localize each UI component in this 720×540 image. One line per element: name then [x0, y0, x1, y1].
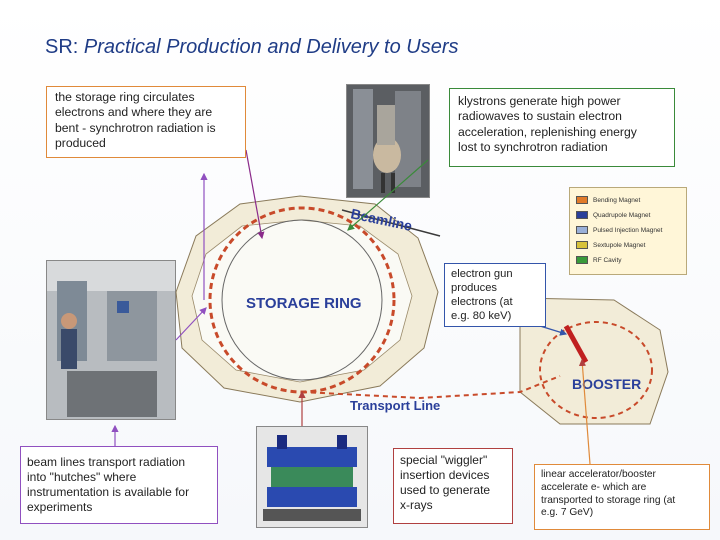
arrow-linac — [578, 358, 591, 465]
title-prefix: SR: — [45, 36, 84, 58]
callout-line: klystrons generate high power — [458, 94, 621, 108]
arrow-storage-ring — [245, 149, 265, 240]
storage-ring-hall-inner — [191, 219, 413, 383]
transport-line-label: Transport Line — [350, 398, 440, 413]
legend-label: Quadrupole Magnet — [593, 211, 651, 219]
callout-beam-lines: beam lines transport radiation into "hut… — [20, 446, 218, 524]
legend-label: Pulsed Injection Magnet — [593, 226, 663, 234]
legend-swatch — [576, 226, 588, 234]
arrow-klystron — [347, 159, 429, 231]
callout-line: accelerate e- which are — [541, 481, 647, 493]
slide-title: SR: Practical Production and Delivery to… — [45, 36, 459, 59]
callout-line: the storage ring circulates — [55, 90, 195, 104]
hutch-photo — [46, 260, 176, 420]
callout-line: radiowaves to sustain electron — [458, 109, 622, 124]
legend-item: Bending Magnet — [576, 196, 640, 204]
booster-orbit — [539, 321, 653, 419]
callout-line: used to generate — [400, 483, 491, 497]
callout-line: electron gun — [451, 268, 513, 280]
callout-line: linear accelerator/booster — [541, 469, 656, 480]
legend-item: Quadrupole Magnet — [576, 211, 650, 219]
callout-storage-ring: the storage ring circulates electrons an… — [46, 86, 246, 158]
arrow-egun — [539, 325, 568, 336]
legend-item: Pulsed Injection Magnet — [576, 226, 662, 234]
booster-label: BOOSTER — [572, 376, 641, 392]
callout-line: e.g. 7 GeV) — [541, 507, 594, 519]
callout-wiggler: special "wiggler" insertion devices used… — [393, 448, 513, 524]
beamline-path — [341, 209, 441, 237]
klystron-photo — [346, 84, 430, 198]
callout-line: into "hutches" where — [27, 470, 137, 484]
legend-label: RF Cavity — [593, 256, 622, 264]
arrow-beam-hutch — [175, 307, 207, 341]
callout-line: e.g. 80 keV) — [451, 310, 512, 322]
callout-line: produced — [55, 135, 106, 150]
callout-line: bent - synchrotron radiation is — [55, 120, 216, 135]
callout-line: electrons (at — [451, 296, 513, 308]
callout-line: produces — [451, 282, 498, 294]
callout-line: x-rays — [400, 498, 433, 512]
title-main: Practical Production and Delivery to Use… — [83, 36, 459, 58]
callout-line: lost to synchrotron radiation — [458, 139, 608, 154]
callout-klystrons: klystrons generate high power radiowaves… — [449, 88, 675, 167]
callout-line: instrumentation is available for — [27, 485, 190, 499]
callout-line: insertion devices — [400, 468, 490, 482]
booster-hall — [519, 297, 669, 425]
callout-line: electrons and where they are — [55, 105, 213, 120]
callout-line: special "wiggler" — [400, 453, 488, 467]
callout-electron-gun: electron gun produces electrons (at e.g.… — [444, 263, 546, 327]
callout-line: experiments — [27, 500, 93, 514]
legend-swatch — [576, 241, 588, 249]
magnet-legend: Bending Magnet Quadrupole Magnet Pulsed … — [569, 187, 687, 275]
wiggler-photo — [256, 426, 368, 528]
legend-swatch — [576, 211, 588, 219]
legend-swatch — [576, 196, 588, 204]
callout-linac-booster: linear accelerator/booster accelerate e-… — [534, 464, 710, 530]
callout-line: acceleration, replenishing energy — [458, 124, 637, 139]
legend-label: Sextupole Magnet — [593, 241, 646, 249]
legend-swatch — [576, 256, 588, 264]
legend-item: RF Cavity — [576, 256, 622, 264]
storage-ring-inner — [221, 219, 383, 381]
callout-line: beam lines transport radiation — [27, 455, 186, 469]
callout-line: transported to storage ring (at — [541, 494, 676, 506]
legend-label: Bending Magnet — [593, 196, 641, 204]
storage-ring-label: STORAGE RING — [246, 295, 362, 312]
legend-item: Sextupole Magnet — [576, 241, 645, 249]
linac — [563, 324, 589, 364]
